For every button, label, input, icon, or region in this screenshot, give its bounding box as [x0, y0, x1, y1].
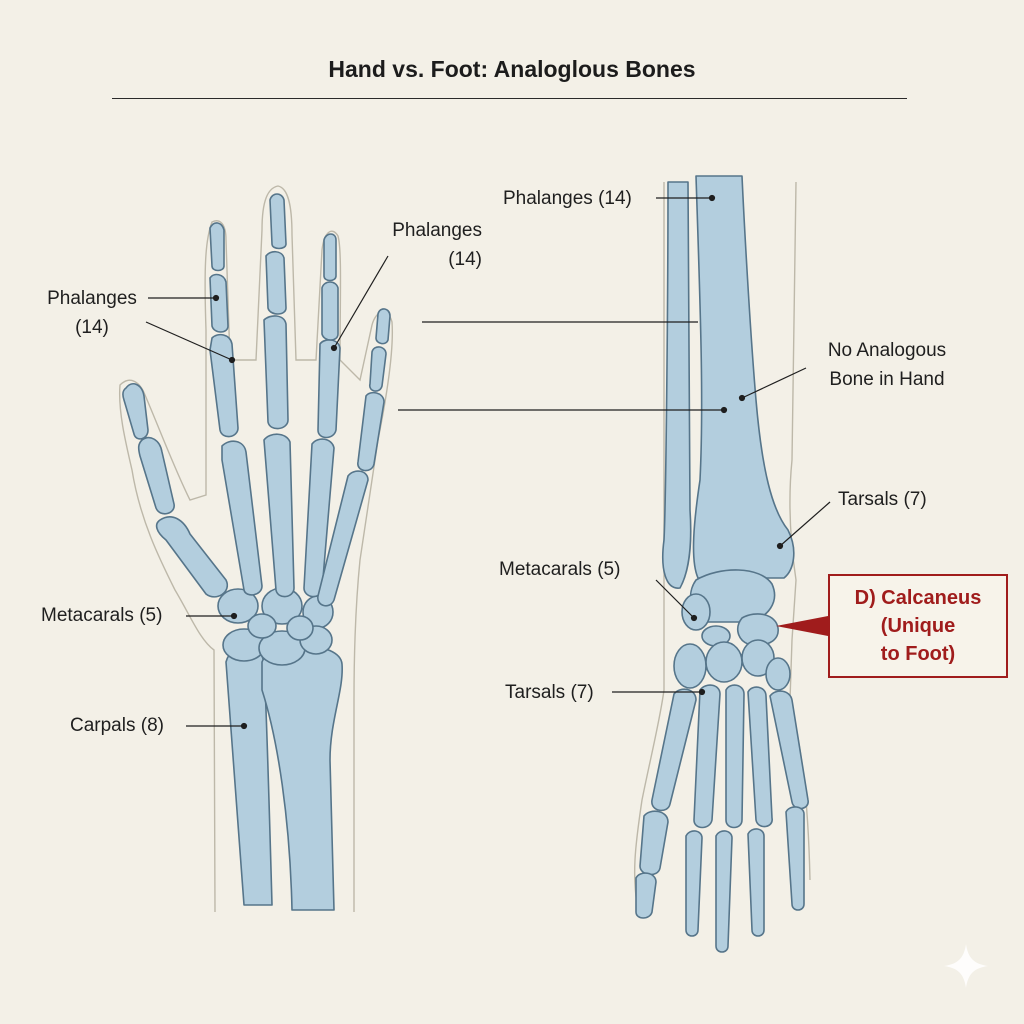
tarsal-bone — [681, 593, 711, 631]
foot-tarsals-upper-label: Tarsals (7) — [838, 489, 927, 510]
little-metacarpal — [317, 470, 369, 607]
thumb-metacarpal — [155, 516, 229, 598]
callout-text: D) Calcaneus (Unique to Foot) — [830, 584, 1006, 668]
callout-line: to Foot) — [880, 643, 956, 665]
sparkle-icon — [944, 944, 988, 988]
little-proximal-phalanx — [357, 391, 385, 472]
metatarsal-3 — [725, 684, 745, 829]
callout-line: D) Calcaneus — [854, 587, 982, 609]
ring-proximal-phalanx — [317, 339, 341, 439]
thumb-phalanx-distal — [122, 383, 149, 440]
middle-metacarpal — [263, 433, 295, 598]
diagram-title: Hand vs. Foot: Analoglous Bones — [328, 56, 696, 82]
foot-metacarpals-label: Metacarals (5) — [499, 559, 621, 580]
hand-illustration — [118, 185, 394, 913]
tarsal-bone — [673, 643, 707, 689]
tarsal-bone — [705, 641, 743, 683]
calcaneus-callout: D) Calcaneus (Unique to Foot) — [828, 574, 1008, 678]
toe-4-phalanges — [747, 828, 765, 937]
toe-3-phalanges — [715, 830, 733, 953]
hand-carpals-label: Carpals (8) — [70, 715, 164, 736]
big-toe-distal — [635, 872, 657, 919]
middle-distal-phalanx — [269, 193, 287, 250]
leader-lines — [145, 194, 831, 730]
hand-phalanges-label-left: Phalanges (14) — [38, 284, 146, 342]
ring-middle-phalanx — [321, 281, 339, 341]
foot-illustration — [633, 175, 811, 953]
foot-phalanges-label: Phalanges (14) — [503, 188, 632, 209]
carpal-bone — [247, 613, 277, 639]
little-middle-phalanx — [369, 346, 387, 392]
label-line: (14) — [448, 249, 482, 270]
label-line: No Analogous — [827, 340, 947, 361]
callout-line: (Unique — [880, 615, 956, 637]
fibula-bone — [661, 181, 692, 589]
hand-phalanges-label-right: Phalanges (14) — [372, 216, 482, 274]
carpal-bone — [286, 615, 314, 641]
index-metacarpal — [221, 440, 263, 596]
label-line: Bone in Hand — [829, 369, 945, 390]
metatarsal-1 — [651, 688, 697, 812]
index-distal-phalanx — [209, 222, 225, 272]
foot-tarsals-lower-label: Tarsals (7) — [505, 682, 594, 703]
hand-metacarpals-label: Metacarals (5) — [41, 605, 163, 626]
label-line: Phalanges — [47, 288, 137, 309]
middle-proximal-phalanx — [263, 315, 289, 430]
metatarsal-4 — [747, 686, 773, 828]
ring-distal-phalanx — [323, 233, 337, 282]
label-line: (14) — [75, 317, 109, 338]
metatarsal-2 — [693, 684, 721, 829]
index-middle-phalanx — [209, 273, 229, 333]
no-analog-label: No Analogous Bone in Hand — [806, 336, 968, 394]
calcaneus-bone — [736, 613, 779, 646]
metatarsal-5 — [769, 690, 809, 810]
thumb-phalanx-proximal — [137, 436, 175, 515]
callout-arrow — [776, 616, 828, 636]
toe-2-phalanges — [685, 830, 703, 937]
tarsal-bone — [765, 657, 791, 691]
tibia-bone — [692, 175, 795, 579]
label-line: Phalanges — [392, 220, 482, 241]
carpal-bone — [217, 588, 259, 624]
index-proximal-phalanx — [209, 333, 239, 438]
toe-5-phalanges — [785, 806, 805, 911]
little-distal-phalanx — [375, 308, 391, 345]
title-underline — [112, 98, 907, 99]
middle-middle-phalanx — [265, 250, 287, 315]
radius-bone — [261, 645, 343, 911]
big-toe-proximal — [639, 810, 669, 876]
